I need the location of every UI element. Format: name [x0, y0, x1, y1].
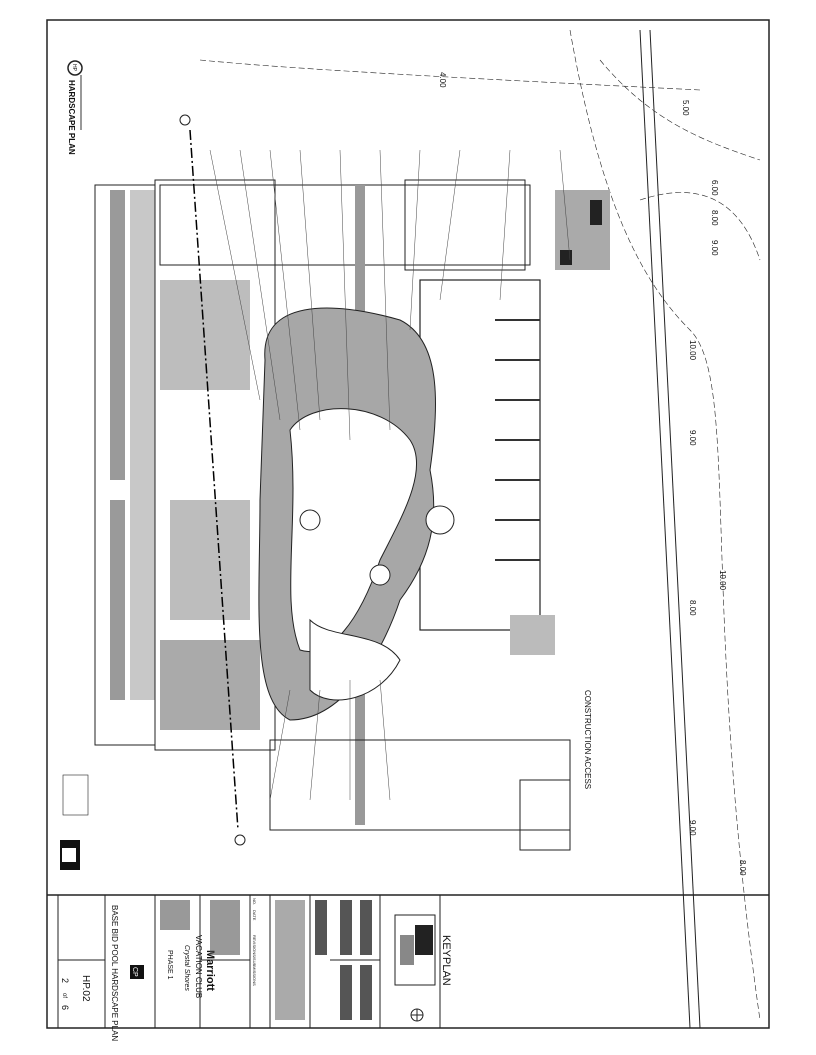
client-sub: VACATION CLUB — [194, 935, 203, 998]
grid-bubble — [179, 114, 191, 126]
drawing-number-badge — [67, 60, 83, 76]
callout-leaders — [209, 149, 571, 801]
sheet-title: BASE BID POOL HARDSCAPE PLAN — [110, 905, 119, 1041]
grid-bubble — [234, 834, 246, 846]
sheet-number: HP.02 — [80, 975, 91, 1002]
project-name: Crystal Shores — [183, 945, 190, 991]
grid-line — [189, 129, 239, 831]
drawing-badge-text: HP — [71, 64, 77, 72]
contour-label: 6.00 — [710, 180, 719, 196]
north-arrow-icon — [60, 840, 80, 870]
revisions-header: REVISIONS/SUBMISSIONS — [252, 935, 257, 986]
keyplan-label: KEYPLAN — [440, 935, 452, 986]
rev-date: DATE — [252, 910, 257, 921]
site-contours: 4.00 5.00 6.00 8.00 9.00 10.00 9.00 10.0… — [199, 29, 761, 1029]
sheet-index: 2 — [60, 978, 70, 983]
contour-label: 8.00 — [738, 860, 747, 876]
contour-label: 10.00 — [718, 570, 727, 591]
phase-label: PHASE 1 — [166, 950, 173, 980]
contour-label: 10.00 — [688, 340, 697, 361]
contour-label: 9.00 — [710, 240, 719, 256]
contour-label: 8.00 — [710, 210, 719, 226]
rev-no: NO. — [252, 898, 257, 905]
sheet-total: 6 — [60, 1005, 70, 1010]
contour-label: 8.00 — [688, 600, 697, 616]
construction-access-label: CONSTRUCTION ACCESS — [583, 690, 592, 789]
pool-deck — [258, 307, 455, 721]
consultant-logo — [130, 965, 144, 979]
scale-bar — [62, 774, 89, 816]
contour-label: 9.00 — [688, 820, 697, 836]
drawing-title: HARDSCAPE PLAN — [67, 80, 76, 155]
title-block: BASE BID POOL HARDSCAPE PLAN HP.02 2 of … — [57, 895, 452, 1041]
client-brand: Marriott — [204, 950, 216, 991]
contour-label: 5.00 — [681, 100, 690, 116]
contour-label: 9.00 — [688, 430, 697, 446]
sheet-border — [46, 19, 770, 1029]
contour-label: 4.00 — [438, 72, 447, 88]
consultant-logo-text: CP — [131, 967, 138, 977]
notes-text-block — [160, 900, 372, 1020]
keyplan-diagram — [394, 914, 436, 1022]
sheet-of: of — [61, 993, 67, 998]
